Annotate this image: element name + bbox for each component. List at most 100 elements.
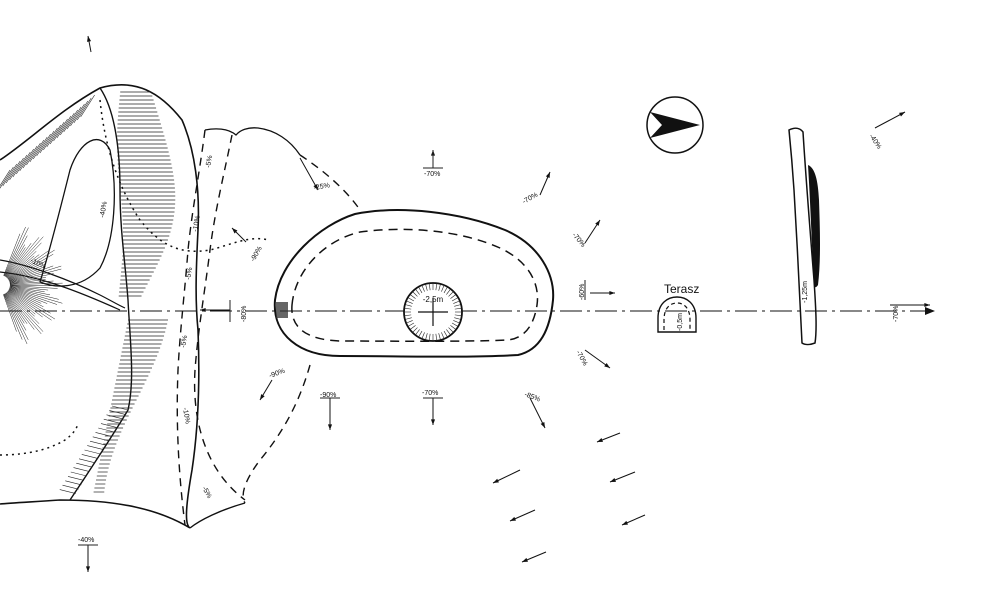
wall-dark-fill: [808, 165, 820, 288]
slope-label-upper-right: -40%: [867, 133, 882, 150]
hachure-stroke: [89, 440, 107, 446]
hachure-stroke: [5, 160, 21, 184]
hachure-stroke: [12, 154, 28, 178]
hachure-stroke: [109, 410, 126, 415]
hachure-stroke: [9, 282, 63, 285]
hachure-stroke: [7, 255, 35, 279]
hachure-stroke: [26, 142, 41, 166]
hachure-stroke: [81, 454, 98, 459]
hachure-stroke: [7, 290, 43, 318]
pit-tick: [454, 317, 462, 320]
slope-arrowhead: [327, 424, 333, 430]
dotted-path-lower: [0, 423, 79, 456]
pit-tick: [412, 291, 418, 297]
slope-arrow: [299, 157, 319, 191]
slope-label-band-2: -10%: [192, 215, 202, 232]
pit-tick: [428, 333, 431, 341]
hachure-stroke: [62, 484, 79, 490]
hachure-stroke: [84, 449, 101, 455]
slope-arrowhead: [609, 290, 615, 296]
slope-label-band-5: -10%: [181, 407, 191, 424]
pit-tick: [454, 307, 462, 310]
hachure-stroke: [5, 292, 35, 330]
slope-label-path-left: -90%: [250, 245, 264, 263]
pit-tick: [453, 320, 460, 324]
hachure-stroke: [16, 151, 31, 175]
slope-arrowhead: [493, 478, 499, 483]
slope-label-bottom-left: -40%: [78, 537, 94, 544]
hachure-stroke: [3, 294, 23, 340]
pit-tick: [409, 294, 416, 299]
enclosure-inner: [291, 228, 539, 342]
hachure-stroke: [5, 244, 26, 277]
hachure-stroke: [53, 118, 68, 142]
hachure-stroke: [5, 247, 26, 277]
hachure-stroke: [76, 97, 92, 121]
hachure-stroke: [4, 235, 28, 277]
pit-tick: [406, 300, 413, 304]
hachure-stroke: [5, 243, 32, 278]
slope-label-lower-right: -70%: [574, 350, 588, 368]
hachure-stroke: [9, 287, 59, 300]
enclosure-outer: [273, 209, 555, 358]
slope-arrowhead: [260, 394, 265, 400]
slope-arrowhead: [313, 184, 318, 190]
pit-tick: [448, 291, 454, 297]
hachure-stroke: [43, 127, 58, 151]
slope-label-lower-center: -70%: [422, 390, 438, 397]
hachure-stroke: [9, 288, 58, 305]
hachure-stroke: [2, 163, 18, 187]
hachure-stroke: [100, 423, 118, 428]
hachure-stroke: [49, 121, 65, 145]
hachure-stroke: [4, 293, 27, 331]
hachure-stroke: [5, 293, 28, 324]
hachure-stroke: [56, 115, 72, 139]
contour-dashed-2: [193, 134, 246, 501]
slope-label-top-left: -40%: [99, 201, 109, 218]
slope-arrowhead: [604, 363, 610, 368]
pit-tick: [453, 300, 460, 304]
slope-arrowhead: [430, 419, 436, 425]
hachure-stroke: [6, 236, 44, 278]
pit-tick: [443, 286, 448, 294]
slope-arrowhead: [87, 36, 92, 42]
hachure-stroke: [106, 414, 123, 420]
hachure-stroke: [6, 237, 40, 278]
slope-arrowhead: [899, 112, 905, 117]
enclosure-wall-hatch: [276, 302, 288, 318]
hachure-stroke: [67, 476, 85, 481]
pit-tick: [454, 304, 462, 307]
pit-tick: [404, 307, 412, 310]
hill-inner-ridge: [69, 87, 133, 501]
pit-tick: [421, 332, 425, 339]
slope-arrowhead: [610, 477, 616, 482]
north-arrow-icon: [650, 112, 700, 138]
hachure-stroke: [4, 227, 29, 277]
pit-tick: [454, 314, 462, 317]
slope-label-band-3: -5%: [185, 267, 194, 280]
slope-arrowhead: [540, 422, 545, 428]
pit-tick: [415, 329, 420, 336]
contour-dashed-1: [176, 129, 206, 526]
hachure-stroke: [7, 254, 40, 280]
pit-tick: [404, 314, 412, 317]
pit-tick: [415, 288, 420, 295]
pit-tick: [407, 297, 415, 302]
hachure-stroke: [7, 291, 35, 317]
pit-tick: [435, 333, 438, 341]
pit-tick: [448, 327, 454, 333]
hachure-stroke: [3, 233, 21, 276]
slope-arrowhead: [595, 220, 600, 226]
hachure-stroke: [8, 289, 51, 314]
axis-arrowhead: [925, 307, 935, 315]
hachure-stroke: [103, 418, 120, 424]
hachure-stroke: [95, 432, 112, 437]
pit-tick: [450, 325, 457, 330]
hachure-stroke: [66, 106, 82, 130]
hachure-stroke: [9, 265, 62, 283]
hachure-stroke: [73, 467, 90, 472]
pit-tick: [441, 332, 445, 339]
slope-arrowhead: [545, 172, 550, 178]
hachure-stroke: [0, 169, 11, 187]
hachure-stroke: [22, 145, 38, 169]
